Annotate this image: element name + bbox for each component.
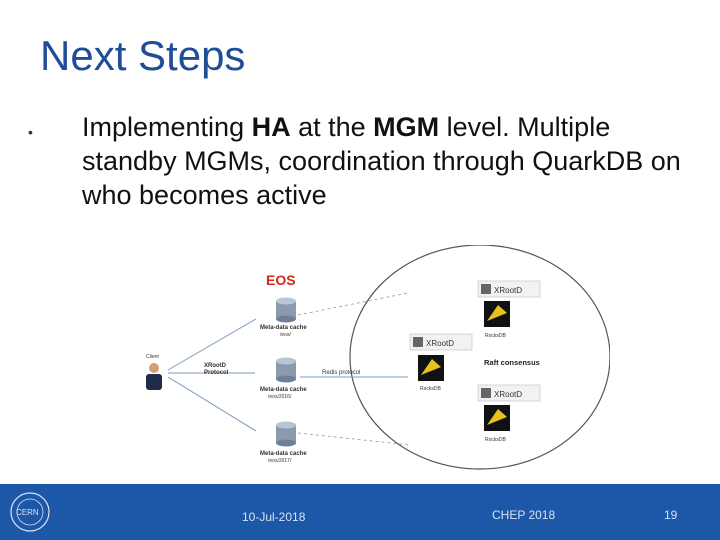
slide-title: Next Steps [40,32,246,79]
footer-page-number: 19 [664,508,678,522]
xrootd-protocol-line1: XRootD [204,363,227,369]
client-arrows [167,318,257,432]
cache-3-label: Meta-data cache [260,451,307,457]
redis-protocol-label: Redis protocol [322,370,360,376]
architecture-diagram: EOS Client XRootD Protocol Redis protoco… [146,245,610,470]
client-label: Client [146,354,159,360]
cache-2-path: /eos/2016/ [268,394,292,400]
raft-ellipse [349,245,610,470]
cache-2-db-icon [276,357,296,383]
bullet-part-2: at the [290,112,374,142]
quarkdb-node-2-sub: RocksDB [420,386,442,392]
bullet-part-1: Implementing [82,112,252,142]
xrootd-protocol-line2: Protocol [204,370,229,376]
bullet-bold-ha: HA [251,112,291,142]
footer-date: 10-Jul-2018 [242,510,306,524]
bullet-bold-mgm: MGM [373,112,440,142]
bullet-part-3: level. Multiple standby MGMs, coordinati… [82,112,681,210]
quarkdb-node-3 [477,384,541,431]
cern-logo: CERN [10,492,50,532]
quarkdb-node-3-label: XRootD [494,390,522,399]
bullet-marker: • [28,124,33,140]
footer-conference: CHEP 2018 [492,508,556,522]
quarkdb-node-3-sub: RocksDB [485,437,507,443]
cache-3-db-icon [276,421,296,447]
client-person-icon [146,363,162,390]
quarkdb-node-1-label: XRootD [494,286,522,295]
quarkdb-node-2-label: XRootD [426,339,454,348]
cache-1-path: /eos/ [280,332,291,338]
quarkdb-node-2 [409,333,473,381]
cache-3-path: /eos/2017/ [268,458,292,464]
dashed-links [297,292,411,446]
cache-2-label: Meta-data cache [260,387,307,393]
quarkdb-node-1 [477,280,541,327]
raft-consensus-label: Raft consensus [484,358,540,367]
bullet-text: Implementing HA at the MGM level. Multip… [82,110,692,212]
cache-1-db-icon [276,297,296,323]
cern-logo-text: CERN [16,508,39,517]
cache-1-label: Meta-data cache [260,325,307,331]
footer-bar: CERN 10-Jul-2018 CHEP 2018 19 [0,484,720,540]
quarkdb-node-1-sub: RocksDB [485,333,507,339]
eos-logo: EOS [266,272,296,288]
